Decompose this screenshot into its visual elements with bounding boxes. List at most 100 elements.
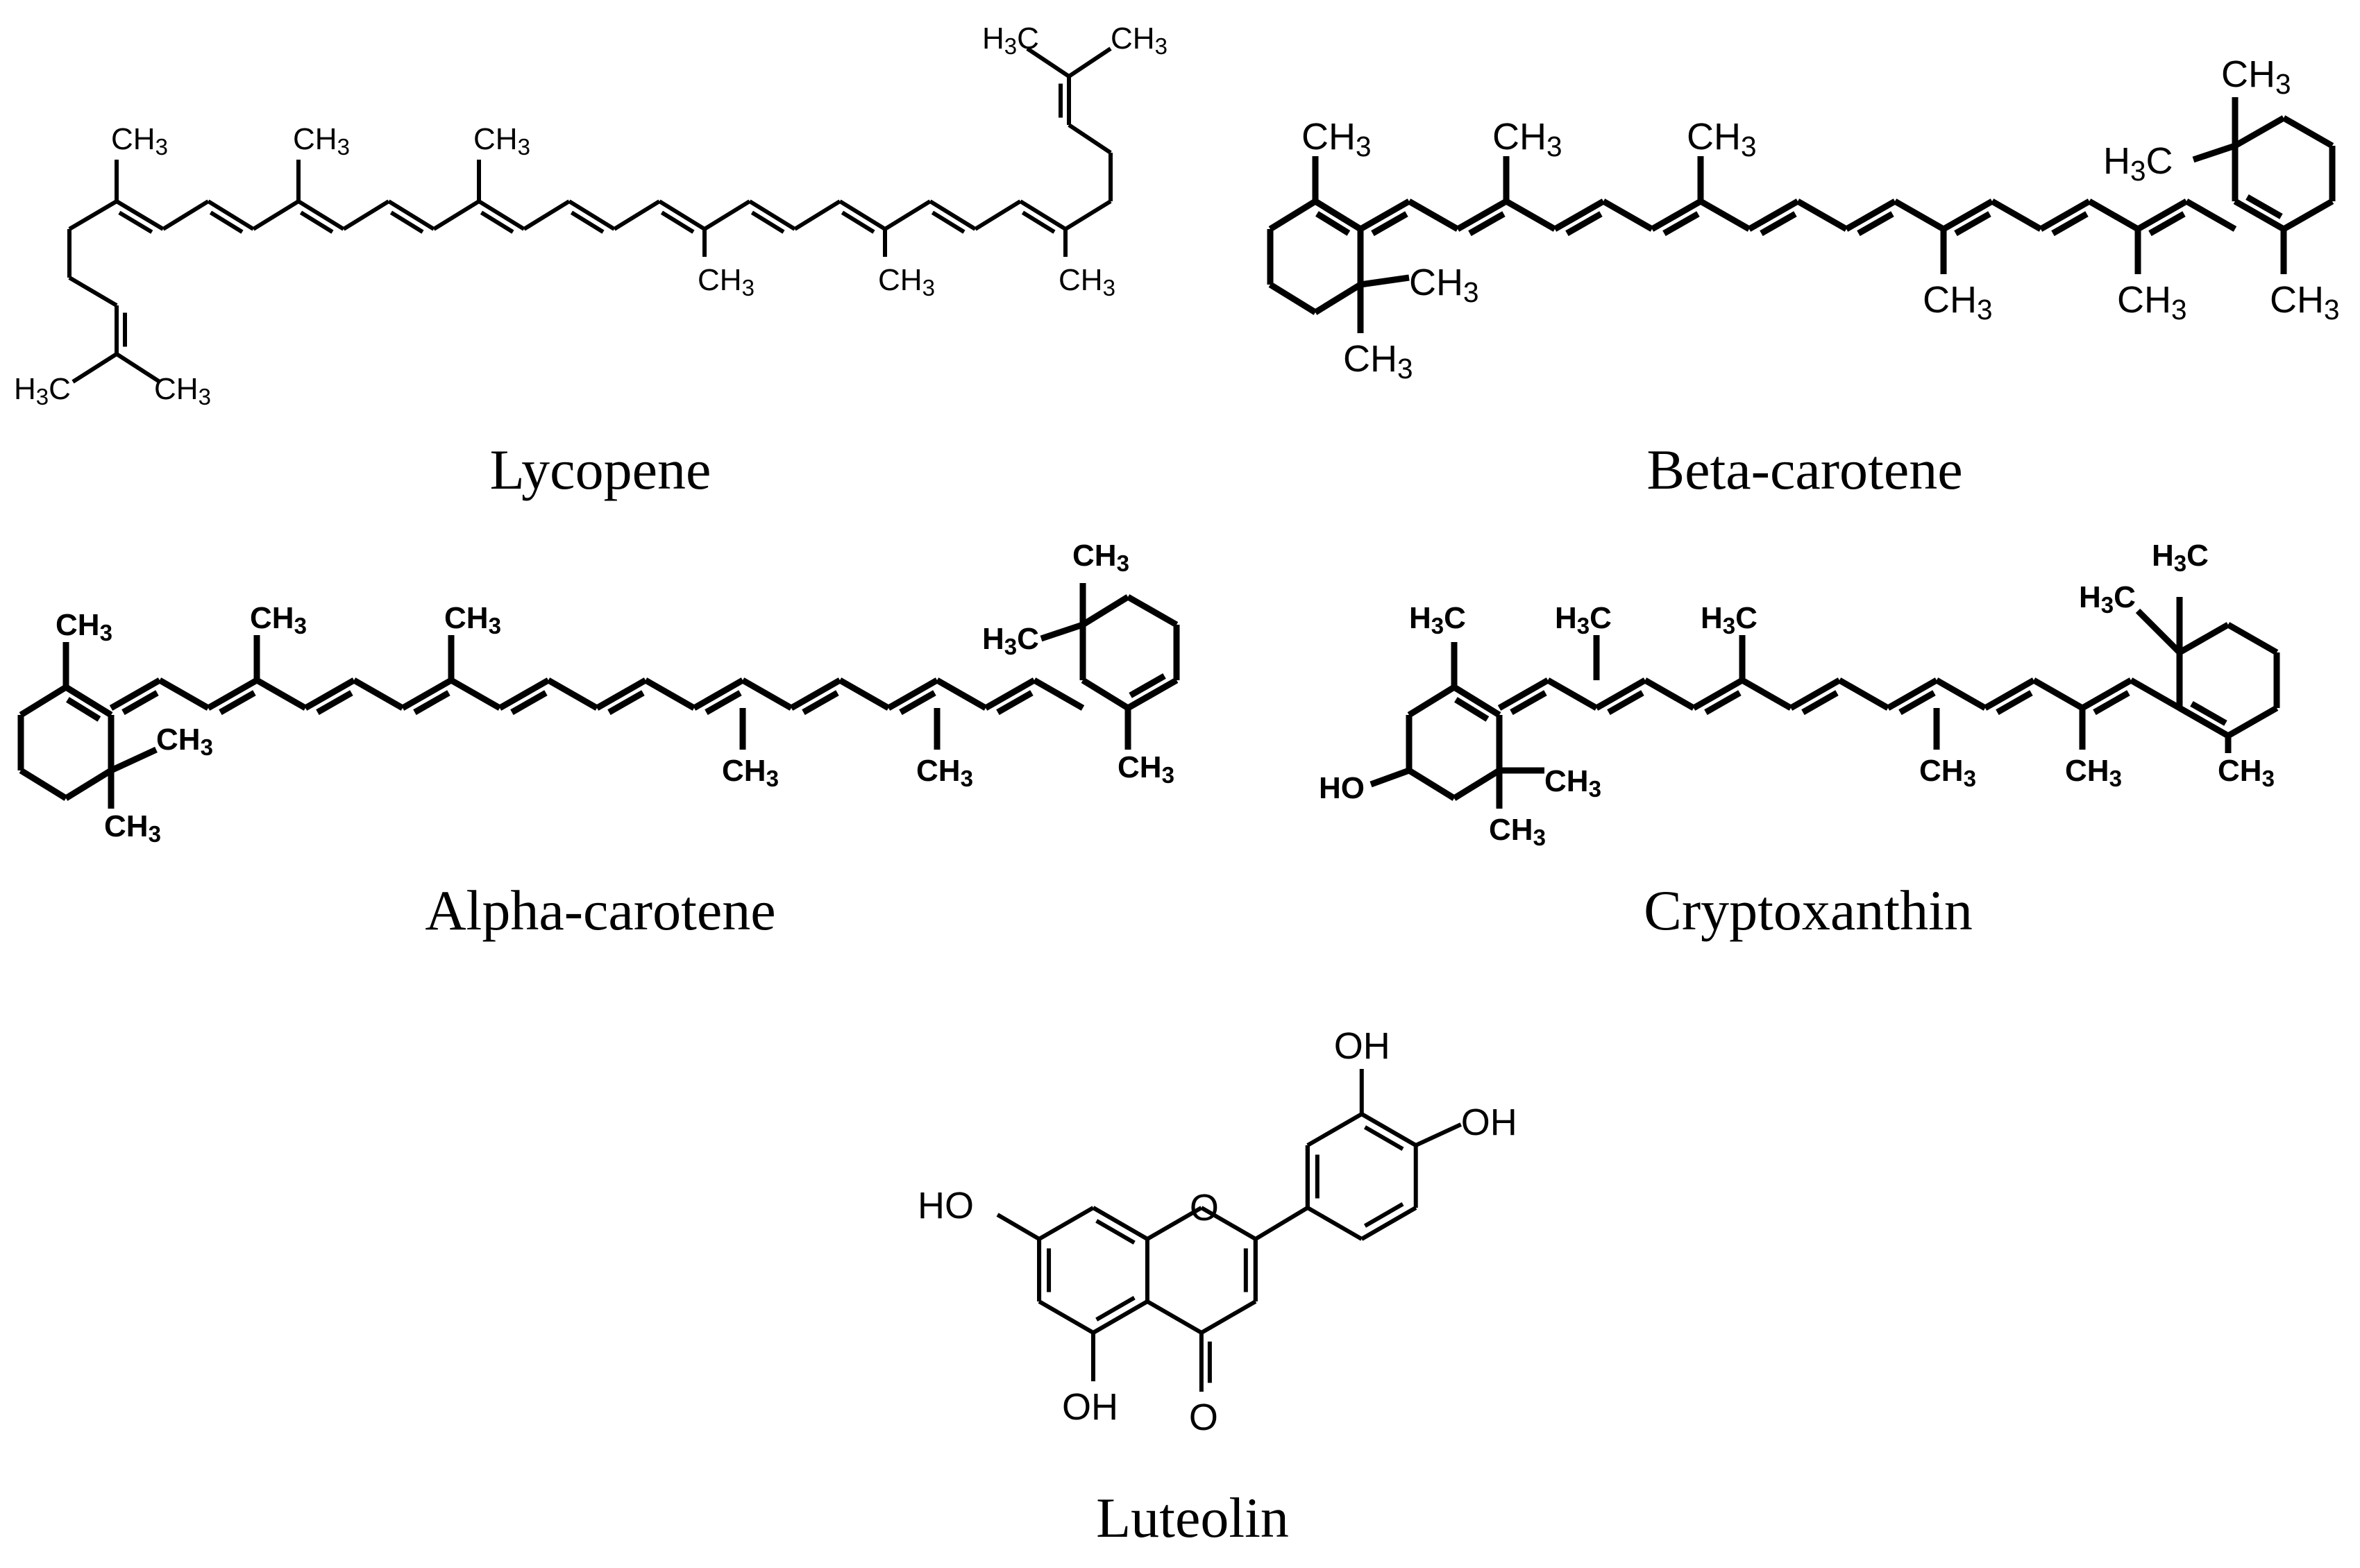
bond bbox=[209, 210, 244, 234]
atom-label: CH3 bbox=[473, 122, 530, 160]
bond bbox=[1081, 677, 1130, 711]
atom-label: CH3 bbox=[444, 601, 501, 639]
bond bbox=[1452, 768, 1501, 801]
bond bbox=[299, 210, 334, 234]
bond bbox=[1546, 677, 1599, 711]
bond bbox=[118, 210, 153, 234]
alpha-carotene-label: Alpha-carotene bbox=[425, 879, 776, 942]
bond bbox=[480, 210, 514, 234]
atom-label: CH3 bbox=[878, 263, 935, 301]
bond bbox=[793, 199, 841, 231]
bond bbox=[64, 684, 113, 718]
bond bbox=[568, 199, 616, 231]
bond bbox=[1941, 199, 1994, 232]
atom-label: H3C bbox=[2103, 140, 2173, 187]
bond bbox=[389, 210, 424, 234]
bond bbox=[303, 677, 356, 711]
bond bbox=[1360, 1112, 1417, 1147]
bond bbox=[1983, 677, 2036, 711]
bond bbox=[2177, 622, 2230, 655]
bond bbox=[1643, 677, 1696, 711]
bond bbox=[401, 677, 453, 711]
bond bbox=[316, 690, 353, 716]
atom-label: O bbox=[1189, 1397, 1218, 1438]
bond bbox=[352, 677, 405, 711]
bond bbox=[162, 199, 210, 231]
bond bbox=[838, 677, 891, 711]
bond bbox=[66, 697, 101, 722]
bond bbox=[523, 199, 571, 231]
atom-label: OH bbox=[1461, 1102, 1517, 1143]
bond bbox=[449, 677, 502, 711]
bond bbox=[2032, 677, 2084, 711]
bond bbox=[1021, 210, 1056, 234]
atom-label: CH3 bbox=[56, 608, 112, 646]
bond bbox=[2233, 199, 2286, 232]
bond bbox=[1040, 621, 1084, 642]
atom-label: H3C bbox=[2079, 580, 2136, 618]
bond bbox=[68, 199, 118, 231]
bond bbox=[2233, 115, 2286, 149]
bond bbox=[1407, 684, 1456, 718]
bond bbox=[1126, 594, 1179, 627]
bond bbox=[1068, 123, 1112, 155]
bond bbox=[884, 199, 932, 231]
bond bbox=[1268, 282, 1317, 315]
atom-label: CH3 bbox=[1301, 116, 1372, 162]
atom-label: CH3 bbox=[104, 809, 161, 847]
bond bbox=[841, 210, 875, 234]
bond bbox=[1699, 199, 1751, 232]
atom-label: H3C bbox=[1555, 601, 1612, 639]
bond bbox=[2135, 608, 2182, 655]
bond bbox=[2087, 199, 2140, 232]
bond bbox=[1553, 199, 1605, 232]
atom-label: H3C bbox=[982, 622, 1039, 659]
bond bbox=[2192, 142, 2236, 163]
bond bbox=[115, 352, 161, 384]
bond bbox=[1315, 211, 1351, 236]
bond bbox=[1415, 1122, 1462, 1147]
lycopene-label: Lycopene bbox=[489, 438, 711, 501]
bond bbox=[1092, 1206, 1149, 1241]
bond bbox=[741, 677, 793, 711]
bond bbox=[2282, 199, 2334, 232]
bond bbox=[1650, 199, 1703, 232]
atom-label: H3C bbox=[1701, 601, 1758, 639]
bond bbox=[1064, 199, 1112, 231]
bond bbox=[2190, 700, 2227, 726]
atom-label: H3C bbox=[982, 22, 1039, 59]
bond bbox=[1886, 677, 1939, 711]
bond bbox=[1146, 1206, 1203, 1241]
bond bbox=[1456, 199, 1508, 232]
bond bbox=[1407, 768, 1456, 801]
bond bbox=[570, 210, 605, 234]
bond bbox=[252, 199, 300, 231]
bond bbox=[1747, 199, 1800, 232]
bond bbox=[1038, 1206, 1095, 1241]
atom-label: CH3 bbox=[1919, 754, 1976, 791]
bond bbox=[1990, 199, 2043, 232]
bond bbox=[692, 677, 745, 711]
bond bbox=[255, 677, 307, 711]
bond bbox=[1662, 211, 1700, 237]
bond bbox=[1129, 673, 1166, 698]
bond bbox=[1454, 697, 1490, 722]
bond bbox=[1796, 199, 1848, 232]
bond bbox=[413, 690, 450, 716]
bond bbox=[1452, 684, 1501, 718]
bond bbox=[1789, 677, 1841, 711]
atom-label: OH bbox=[1062, 1386, 1118, 1428]
bond bbox=[1935, 677, 1987, 711]
bond bbox=[2282, 115, 2334, 149]
atom-label: CH3 bbox=[1492, 116, 1562, 162]
bond bbox=[1363, 1202, 1404, 1228]
bond bbox=[1126, 677, 1179, 711]
bond bbox=[1200, 1206, 1257, 1241]
bond bbox=[2226, 705, 2279, 739]
atom-label: CH3 bbox=[111, 122, 168, 160]
bond bbox=[2177, 705, 2230, 739]
bond bbox=[1038, 1299, 1095, 1335]
bond bbox=[1898, 690, 1936, 716]
bond bbox=[1360, 1206, 1417, 1241]
